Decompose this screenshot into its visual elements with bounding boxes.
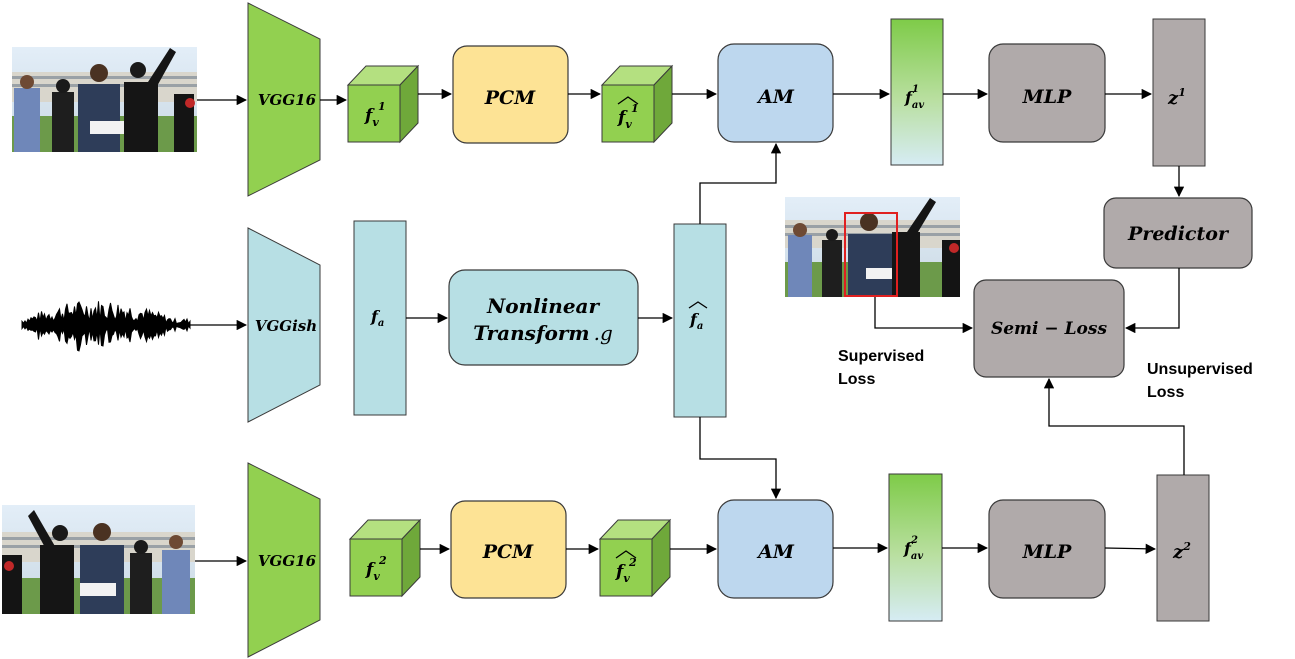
am-block-top	[717, 43, 834, 143]
connectors	[190, 88, 1185, 567]
audio-waveform	[21, 301, 191, 352]
feature-cube-fv2: fv 2	[348, 518, 422, 598]
svg-text:2: 2	[910, 535, 918, 546]
predictor-label: Predictor	[1127, 223, 1230, 245]
svg-text:fv: fv	[617, 108, 632, 131]
embedding-z1	[1152, 18, 1206, 167]
vggish-encoder	[247, 227, 321, 423]
mlp-block-top	[988, 43, 1106, 143]
av-feature-fav2	[888, 473, 943, 622]
mlp-block-bottom	[988, 499, 1106, 599]
semi-loss-block	[973, 279, 1125, 378]
mlp-label-top: MLP	[1022, 86, 1072, 108]
vgg16-encoder-bottom	[247, 462, 321, 658]
svg-text:fv: fv	[615, 562, 630, 585]
vggish-label: VGGish	[255, 317, 317, 335]
pcm-label-top: PCM	[484, 87, 536, 109]
svg-text:2: 2	[628, 556, 637, 569]
vgg16-label-bottom: VGG16	[258, 552, 317, 570]
svg-text:1: 1	[912, 84, 919, 95]
mlp-label-bottom: MLP	[1022, 541, 1072, 563]
z2-label: z2	[1172, 540, 1191, 563]
svg-text:1: 1	[378, 100, 386, 113]
supervised-loss-label-1: Supervised	[838, 348, 924, 365]
fav2-label: fav	[903, 539, 923, 562]
video-frame-top	[12, 47, 197, 152]
svg-text:fv: fv	[365, 560, 380, 583]
unsupervised-loss-label-1: Unsupervised	[1147, 361, 1253, 378]
vgg16-label-top: VGG16	[258, 91, 317, 109]
svg-text:1: 1	[631, 102, 639, 115]
vgg16-encoder-top	[247, 2, 321, 197]
predictor-block	[1103, 197, 1253, 269]
fa-hat-label: fa	[689, 310, 703, 332]
video-frame-bottom	[2, 505, 195, 614]
feature-cube-fv2-hat: fv 2	[598, 518, 672, 598]
unsupervised-loss-label-2: Loss	[1147, 384, 1184, 401]
svg-text:fv: fv	[364, 106, 379, 129]
audio-feature-fa	[353, 220, 407, 416]
pcm-label-bottom: PCM	[482, 541, 534, 563]
z1-label: z1	[1167, 86, 1186, 109]
semi-loss-label: Semi − Loss	[991, 319, 1107, 339]
fa-label: fa	[370, 307, 384, 329]
am-label-top: AM	[756, 86, 795, 108]
embedding-z2	[1156, 474, 1210, 622]
svg-text:2: 2	[378, 554, 387, 567]
speaker-bounding-box	[844, 212, 898, 297]
am-block-bottom	[717, 499, 834, 599]
supervised-loss-label-2: Loss	[838, 371, 875, 388]
nonlinear-label-line2: Transform.g	[473, 321, 613, 345]
feature-cube-fv1-hat: fv 1	[600, 64, 674, 144]
am-label-bottom: AM	[756, 541, 795, 563]
feature-cube-fv1: fv 1	[346, 64, 420, 144]
audio-feature-fa-hat	[673, 223, 727, 418]
av-feature-fav1	[890, 18, 944, 166]
cropped-speaker-frame	[785, 197, 960, 297]
nonlinear-label-line1: Nonlinear	[486, 294, 601, 318]
fav1-label: fav	[904, 88, 924, 111]
